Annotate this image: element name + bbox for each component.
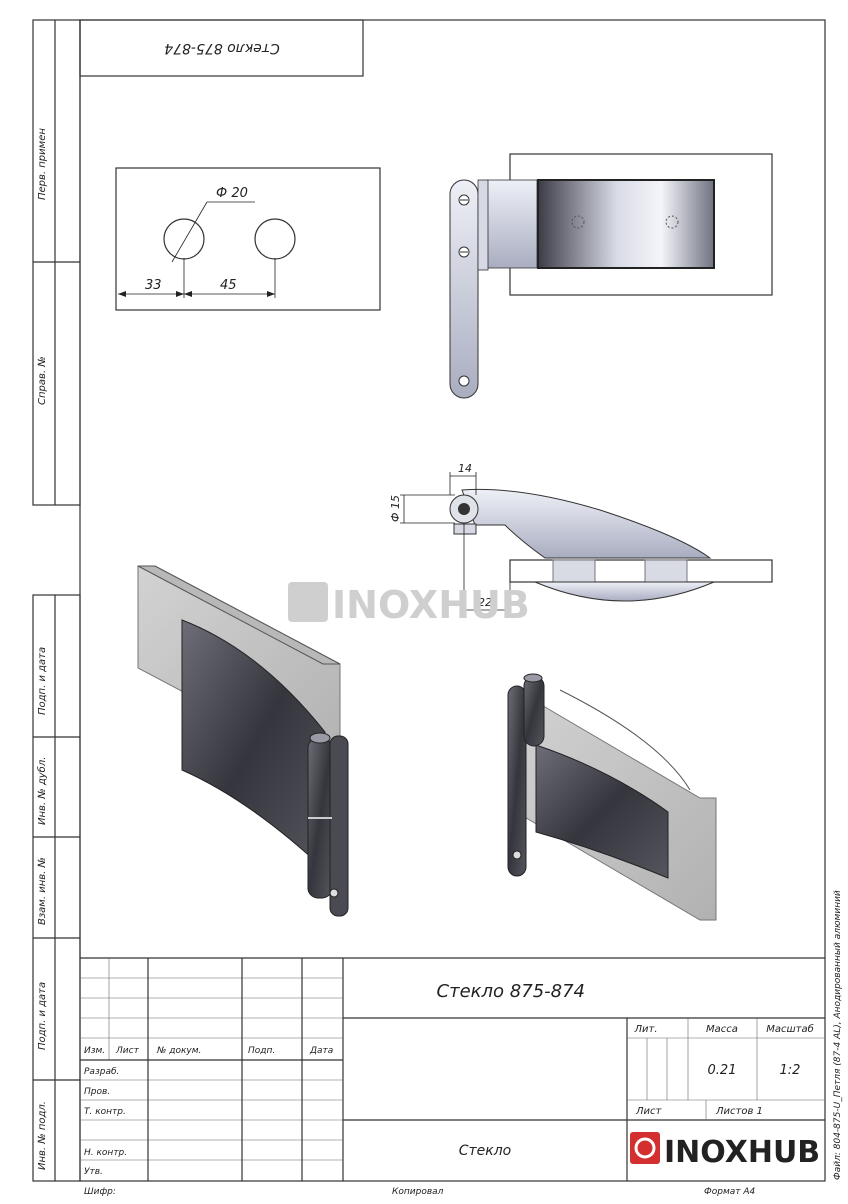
side-label-podp2: Подп. и дата	[37, 982, 48, 1050]
right-file-note: Файл: 804-875-U_Петля (87-4 AL), Анодиро…	[833, 890, 843, 1180]
scale-label: Масштаб	[766, 1023, 814, 1035]
hole-left	[163, 218, 205, 260]
scale-value: 1:2	[780, 1063, 801, 1078]
dim-glass-offset: 22	[478, 596, 492, 609]
footer: Шифр: Копировал Формат A4	[84, 1187, 756, 1197]
dim-offset-edge: 33	[145, 278, 162, 293]
designation: Стекло 875-874	[437, 981, 585, 1002]
dim-pin-width: 14	[458, 462, 472, 475]
top-stamp-text: Стекло 875-874	[164, 40, 279, 56]
sheets-label: Листов 1	[715, 1106, 763, 1117]
side-label-vzam: Взам. инв. №	[37, 857, 48, 925]
side-label-perv: Перв. примен	[37, 128, 48, 200]
title-block: Изм. Лист № докум. Подп. Дата Разраб. Пр…	[80, 957, 825, 1181]
mass-value: 0.21	[708, 1063, 737, 1078]
side-label-sprav: Справ. №	[37, 356, 48, 405]
lit-label: Лит.	[633, 1024, 657, 1035]
hinge-front-view	[449, 153, 773, 399]
side-label-inv-podl: Инв. № подл.	[37, 1101, 48, 1170]
company-logo: INOXHUB	[664, 1135, 820, 1170]
hdr-doc: № докум.	[156, 1046, 201, 1056]
hdr-data: Дата	[309, 1046, 333, 1056]
watermark-text: INOXHUB	[332, 583, 530, 627]
dim-hole-diameter: Ф 20	[216, 186, 248, 201]
hdr-izm: Изм.	[84, 1046, 105, 1056]
watermark: INOXHUB	[288, 582, 530, 627]
row-nkontr: Н. контр.	[84, 1148, 127, 1158]
footer-copied: Копировал	[392, 1187, 444, 1197]
hole-right	[254, 218, 296, 260]
row-utv: Утв.	[84, 1167, 103, 1177]
row-prov: Пров.	[84, 1087, 110, 1097]
mass-label: Масса	[706, 1024, 738, 1035]
hinge-iso-view-left	[137, 565, 349, 917]
top-stamp: Стекло 875-874	[79, 19, 364, 77]
hdr-list: Лист	[115, 1046, 140, 1056]
dim-pin-diameter: Ф 15	[389, 495, 402, 522]
side-label-podp1: Подп. и дата	[37, 647, 48, 715]
row-razrab: Разраб.	[84, 1067, 119, 1077]
part-name: Стекло	[459, 1143, 512, 1159]
left-side-stamp: Перв. примен Справ. № Подп. и дата Инв. …	[32, 19, 81, 1182]
side-label-inv-dubl: Инв. № дубл.	[36, 757, 48, 825]
sheet-label: Лист	[635, 1106, 663, 1117]
glass-plate-view: Ф 20 33 45	[115, 167, 381, 311]
footer-shifr: Шифр:	[84, 1187, 116, 1197]
hdr-podp: Подп.	[248, 1046, 275, 1056]
hinge-iso-view-right	[507, 673, 717, 921]
row-tkontr: Т. контр.	[84, 1107, 126, 1117]
footer-format: Формат A4	[704, 1187, 756, 1197]
dim-hole-spacing: 45	[220, 278, 237, 293]
hinge-top-view: 14 Ф 15 22	[389, 462, 773, 615]
